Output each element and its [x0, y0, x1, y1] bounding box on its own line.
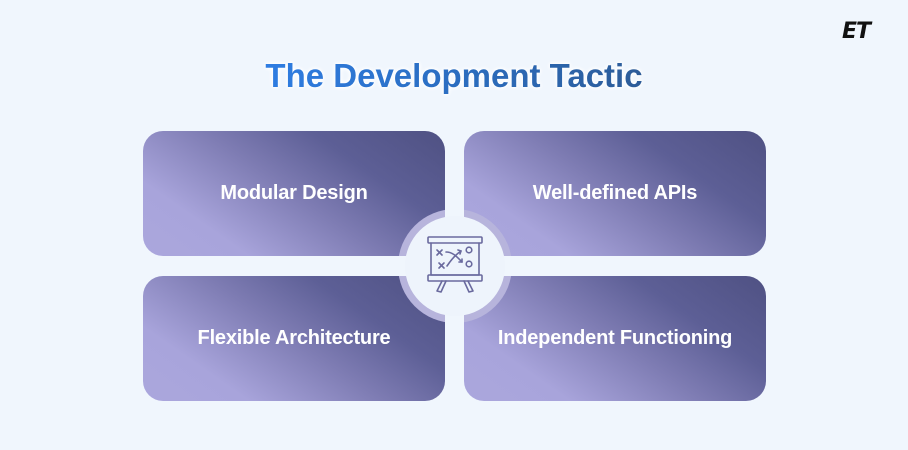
card-label: Well-defined APIs — [532, 182, 698, 204]
card-label: Flexible Architecture — [197, 327, 391, 349]
card-independent-functioning: Independent Functioning — [464, 276, 766, 401]
card-well-defined-apis: Well-defined APIs — [464, 131, 766, 256]
card-flexible-architecture: Flexible Architecture — [143, 276, 445, 401]
strategy-board-icon — [427, 236, 483, 293]
page-title-text: The Development Tactic — [265, 57, 643, 94]
hub-circle — [405, 216, 505, 316]
brand-logo: ET — [842, 19, 871, 44]
card-label: Modular Design — [220, 182, 368, 204]
page-title: The Development Tactic — [0, 56, 908, 96]
card-modular-design: Modular Design — [143, 131, 445, 256]
card-label: Independent Functioning — [497, 327, 733, 349]
